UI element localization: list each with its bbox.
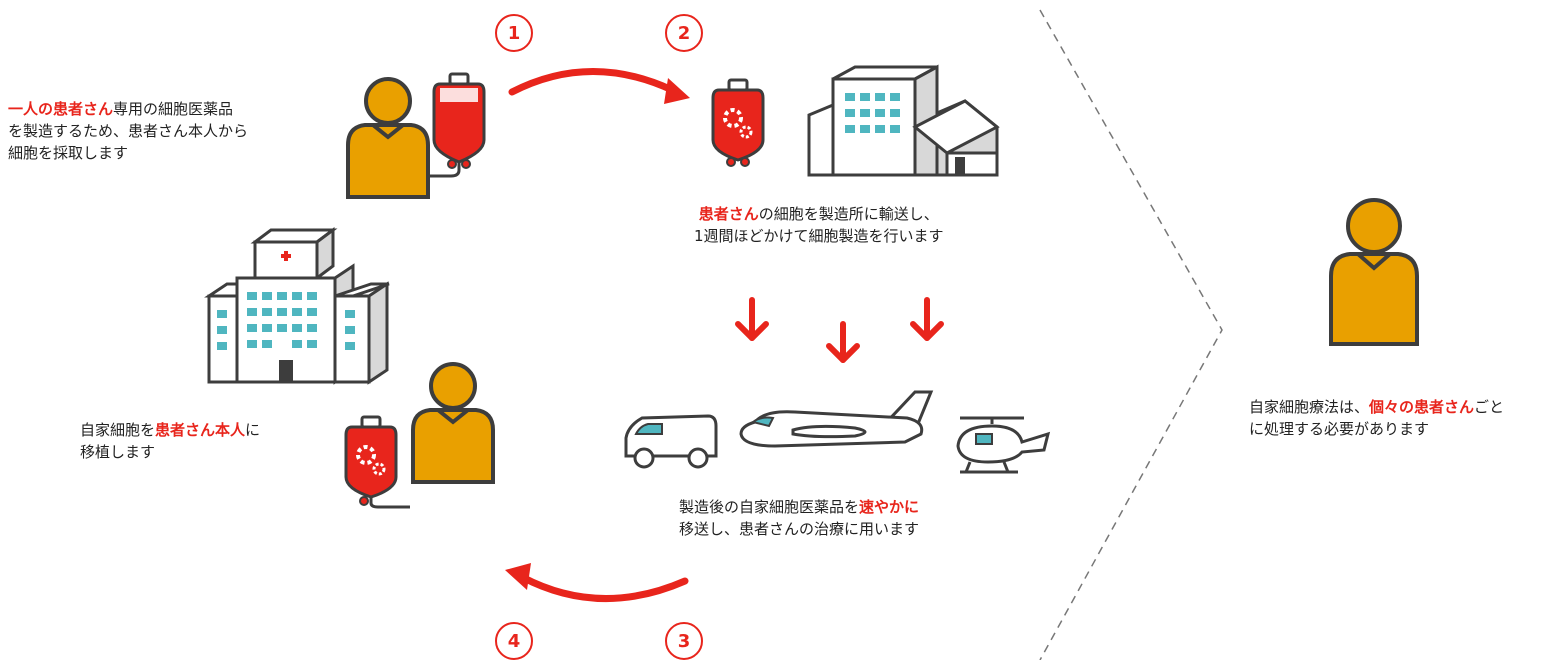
step3-description: 製造後の自家細胞医薬品を速やかに 移送し、患者さんの治療に用います [679,496,919,540]
step3-highlight: 速やかに [859,498,920,516]
step2-line1: の細胞を製造所に輸送し、 [758,205,939,223]
blood-bag-icon-step1 [430,72,486,178]
step1-description: 一人の患者さん専用の細胞医薬品 を製造するため、患者さん本人から 細胞を採取しま… [8,98,248,164]
divider-chevron [1039,9,1223,660]
step1-line3: 細胞を採取します [8,144,129,162]
down-arrow-right [910,297,944,341]
step1-line1: 専用の細胞医薬品 [113,100,234,118]
person-icon-step4 [411,362,495,484]
summary-line2: に処理する必要があります [1249,420,1430,438]
down-arrow-center [826,321,860,363]
step-number-1: 1 [495,14,533,52]
person-icon-summary [1329,198,1419,346]
down-arrow-left [735,297,769,341]
step3-line1: 製造後の自家細胞医薬品を [679,498,860,516]
summary-highlight: 個々の患者さん [1369,398,1475,416]
van-icon [624,414,718,469]
step2-line2: 1週間ほどかけて細胞製造を行います [694,227,944,245]
person-icon-step1 [346,77,430,199]
summary-description: 自家細胞療法は、個々の患者さんごと に処理する必要があります [1249,396,1504,440]
step2-highlight: 患者さん [698,205,759,223]
airplane-icon [739,390,934,448]
helicopter-icon [956,416,1051,474]
summary-line1: 自家細胞療法は、 [1249,398,1370,416]
arrow-1-to-2 [508,68,690,104]
step1-highlight: 一人の患者さん [8,100,114,118]
step4-line2: 移植します [80,443,156,461]
step-number-4: 4 [495,622,533,660]
cell-product-bag-icon-step4 [344,415,410,509]
hospital-icon [204,227,390,385]
manufacturing-facility-icon [807,64,1000,177]
summary-line1-end: ごと [1474,398,1505,416]
step4-highlight: 患者さん本人 [155,421,246,439]
step2-description: 患者さんの細胞を製造所に輸送し、 1週間ほどかけて細胞製造を行います [694,203,944,247]
step4-line1-end: に [245,421,261,439]
step-number-3: 3 [665,622,703,660]
cell-product-bag-icon-step2 [711,78,765,167]
step4-description: 自家細胞を患者さん本人に 移植します [80,419,260,463]
arrow-3-to-4 [505,563,689,602]
step1-line2: を製造するため、患者さん本人から [8,122,249,140]
step-number-2: 2 [665,14,703,52]
step3-line2: 移送し、患者さんの治療に用います [679,520,920,538]
step4-line1: 自家細胞を [80,421,156,439]
